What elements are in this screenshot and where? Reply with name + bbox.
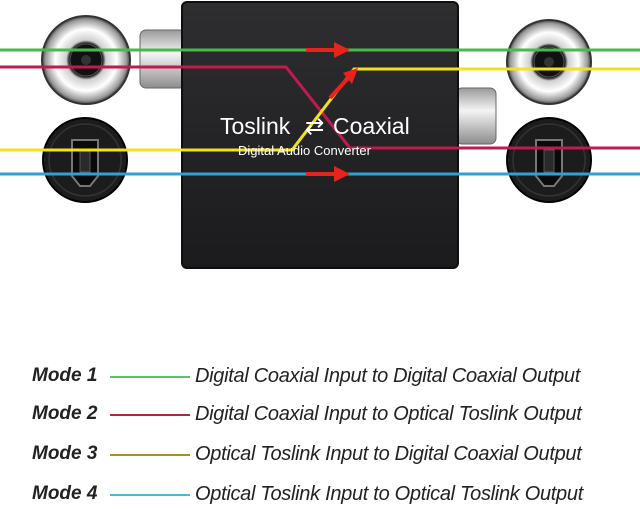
optical-output-port-icon — [506, 117, 592, 203]
device-title-left: Toslink — [220, 113, 291, 139]
mode-label: Mode 3 — [32, 443, 98, 464]
legend-row-mode2: Mode 2 Digital Coaxial Input to Optical … — [0, 399, 640, 429]
mode-description: Optical Toslink Input to Optical Toslink… — [195, 483, 583, 505]
mode-description: Optical Toslink Input to Digital Coaxial… — [195, 443, 582, 465]
mode-color-line — [110, 454, 190, 456]
arrow-icon-mode1 — [306, 42, 350, 58]
coaxial-input-jack-icon — [41, 15, 131, 105]
legend-row-mode4: Mode 4 Optical Toslink Input to Optical … — [0, 479, 640, 509]
mode-description: Digital Coaxial Input to Optical Toslink… — [195, 403, 582, 425]
mode-label: Mode 1 — [32, 365, 98, 386]
mode-label: Mode 4 — [32, 483, 98, 504]
mode-description: Digital Coaxial Input to Digital Coaxial… — [195, 365, 580, 387]
legend-row-mode3: Mode 3 Optical Toslink Input to Digital … — [0, 439, 640, 469]
mode-legend: Mode 1 Digital Coaxial Input to Digital … — [0, 355, 640, 505]
coaxial-output-stub — [455, 87, 497, 145]
mode-color-line — [110, 414, 190, 416]
arrow-icon-mode4 — [306, 166, 350, 182]
legend-row-mode1: Mode 1 Digital Coaxial Input to Digital … — [0, 361, 640, 391]
mode-color-line — [110, 376, 190, 378]
coaxial-output-jack-icon — [506, 19, 592, 105]
arrow-icon-diagonal — [328, 68, 358, 100]
optical-input-port-icon — [42, 117, 128, 203]
mode-label: Mode 2 — [32, 403, 98, 424]
device-title-right: Coaxial — [333, 113, 410, 139]
mode-color-line — [110, 494, 190, 496]
converter-diagram: Toslink ⇄ Coaxial Digital Audio Converte… — [0, 1, 640, 269]
coaxial-input-stub — [139, 29, 187, 89]
device-subtitle: Digital Audio Converter — [238, 143, 372, 158]
swap-icon: ⇄ — [305, 113, 324, 139]
